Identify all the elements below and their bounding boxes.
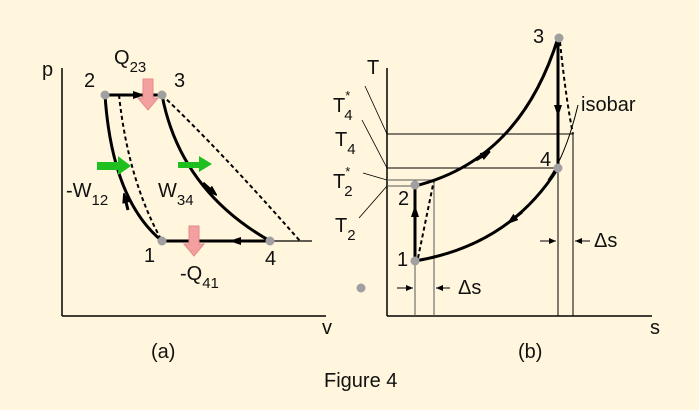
t2-star-label: T*2 [333,164,353,200]
ts-diagram: T s 3 [333,26,660,363]
state-point-1 [157,236,167,246]
work-in-arrow-icon [97,156,131,175]
ts-state-point-2 [410,180,420,190]
v-axis-label: v [322,317,332,339]
panel-label-a: (a) [151,341,175,363]
panel-label-b: (b) [518,341,542,363]
ts-state-point-1 [410,256,420,266]
state-point-2 [100,90,110,100]
ts-point-label-3: 3 [533,26,544,48]
state-point-3 [157,90,167,100]
point-label-4: 4 [265,248,276,270]
q41-label: -Q41 [180,263,219,292]
t-axis-label: T [367,57,379,79]
point-label-3: 3 [174,70,185,92]
t2-label: T2 [335,215,356,244]
isobar-curve [547,104,579,181]
work-out-arrow-icon [178,156,212,172]
ts-point-label-2: 2 [398,188,409,210]
stray-point [356,283,366,293]
ts-point-label-1: 1 [397,249,408,271]
ts-point-label-4: 4 [540,149,551,171]
process-4-1-isobaric [414,167,560,263]
point-label-1: 1 [144,245,155,267]
t4-label: T4 [335,129,356,158]
t4-star-label: T*4 [333,88,353,124]
pv-diagram: p v 2 3 1 4 Q23 -Q41 -W12 W34 [42,47,332,363]
p-axis-label: p [42,59,53,81]
ts-state-point-4 [553,163,563,173]
s-axis-label: s [650,317,660,339]
delta-s-label-expansion: Δs [594,230,617,252]
isobar-label: isobar [581,94,636,116]
delta-s-label-compression: Δs [458,277,481,299]
heat-in-arrow-icon [136,78,160,111]
figure-caption: Figure 4 [324,370,397,392]
actual-compression-dashed [417,179,435,259]
process-3-4 [160,94,271,243]
ideal-compression-dashed [118,94,163,242]
state-point-4 [265,236,275,246]
q23-label: Q23 [114,47,146,76]
w34-label: W34 [158,180,194,209]
heat-out-arrow-icon [182,225,206,257]
process-1-2 [103,94,163,243]
actual-expansion-dashed [559,41,574,135]
point-label-2: 2 [84,70,95,92]
w12-label: -W12 [66,180,108,209]
process-2-3-isobaric [414,37,560,188]
ts-state-point-3 [554,33,564,43]
